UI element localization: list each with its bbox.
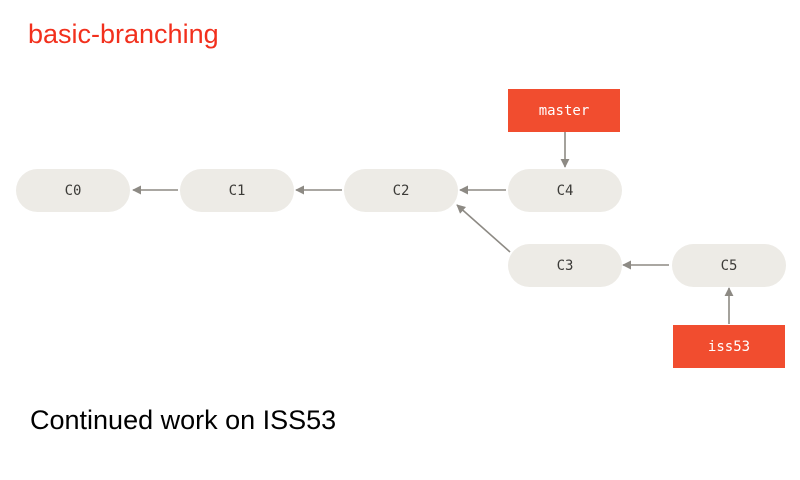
commit-node-c5: C5 — [672, 244, 786, 287]
branch-label: iss53 — [708, 339, 750, 355]
commit-label: C0 — [65, 183, 82, 199]
commit-label: C4 — [557, 183, 574, 199]
page-title: basic-branching — [28, 19, 219, 49]
commit-label: C1 — [229, 183, 246, 199]
edge-c3-to-c2 — [456, 204, 511, 253]
commit-label: C2 — [393, 183, 410, 199]
branch-label: master — [539, 103, 590, 119]
commit-node-c1: C1 — [180, 169, 294, 212]
branch-iss53: iss53 — [673, 325, 785, 368]
commit-node-c0: C0 — [16, 169, 130, 212]
commit-node-c3: C3 — [508, 244, 622, 287]
commit-label: C3 — [557, 258, 574, 274]
diagram-caption: Continued work on ISS53 — [30, 405, 337, 435]
commit-node-c2: C2 — [344, 169, 458, 212]
commit-node-c4: C4 — [508, 169, 622, 212]
commit-label: C5 — [721, 258, 738, 274]
branch-master: master — [508, 89, 620, 132]
